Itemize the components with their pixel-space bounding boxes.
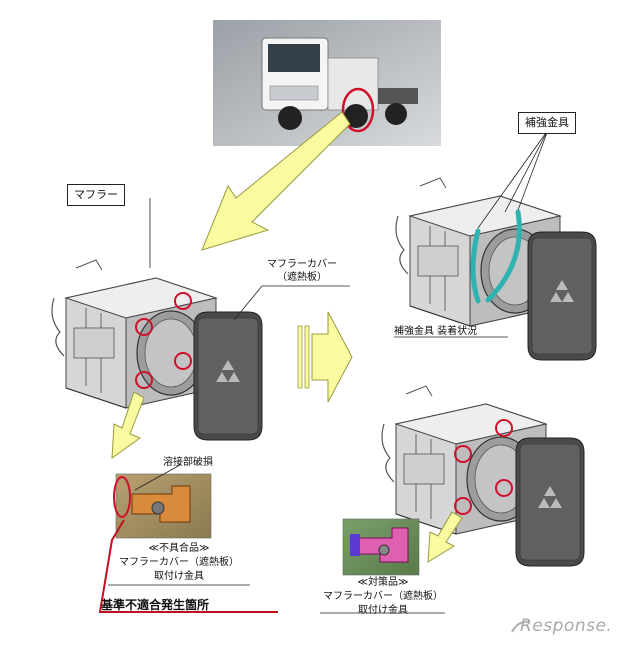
truck-photo (213, 20, 441, 146)
reinforcement-leaders (477, 129, 549, 229)
cover-label: マフラーカバー （遮熱板） (252, 258, 352, 284)
cover-label-line2: （遮熱板） (277, 272, 327, 283)
defect-caption: ≪不具合品≫ マフラーカバー（遮熱板） 取付け金具 (106, 542, 252, 584)
defect-circles (135, 292, 192, 389)
heat-shield-cover-upper-right (527, 231, 597, 361)
violation-label: 基準不適合発生箇所 (101, 598, 210, 612)
heat-shield-cover-lower-right (515, 437, 585, 567)
fix-caption: ≪対策品≫ マフラーカバー（遮熱板） 取付け金具 (318, 576, 448, 618)
violation-line (98, 519, 278, 613)
pointer-arrow-right (297, 311, 353, 403)
weld-damage-label: 溶接部破損 (163, 457, 213, 468)
fix-caption-line1: ≪対策品≫ (357, 577, 409, 588)
muffler-assembly-defect (51, 259, 217, 409)
fix-caption-line2: マフラーカバー（遮熱板） (323, 591, 443, 602)
defect-caption-line1: ≪不具合品≫ (148, 543, 210, 554)
countermeasure-circles (454, 419, 513, 515)
fix-caption-line3: 取付け金具 (358, 605, 408, 616)
defect-bracket-photo (113, 473, 212, 539)
cover-leader (233, 285, 350, 321)
reinforcement-label: 補強金具 (518, 112, 576, 134)
watermark-logo: Response. (520, 616, 613, 636)
heat-shield-cover-left (193, 311, 263, 441)
countermeasure-bracket-photo (342, 518, 420, 576)
reinforcement-bracket (470, 209, 522, 304)
defect-caption-line2: マフラーカバー（遮熱板） (119, 557, 239, 568)
weld-leader (134, 464, 181, 491)
pointer-arrow-to-muffler (201, 111, 351, 251)
watermark-swoosh (511, 620, 531, 633)
muffler-label: マフラー (67, 184, 125, 206)
cover-label-line1: マフラーカバー (267, 259, 337, 270)
pointer-arrow-down-fix (427, 511, 463, 563)
pointer-arrow-down-defect (111, 391, 145, 460)
reinforcement-status-label: 補強金具 装着状況 (394, 326, 478, 337)
defect-caption-line3: 取付け金具 (154, 571, 204, 582)
